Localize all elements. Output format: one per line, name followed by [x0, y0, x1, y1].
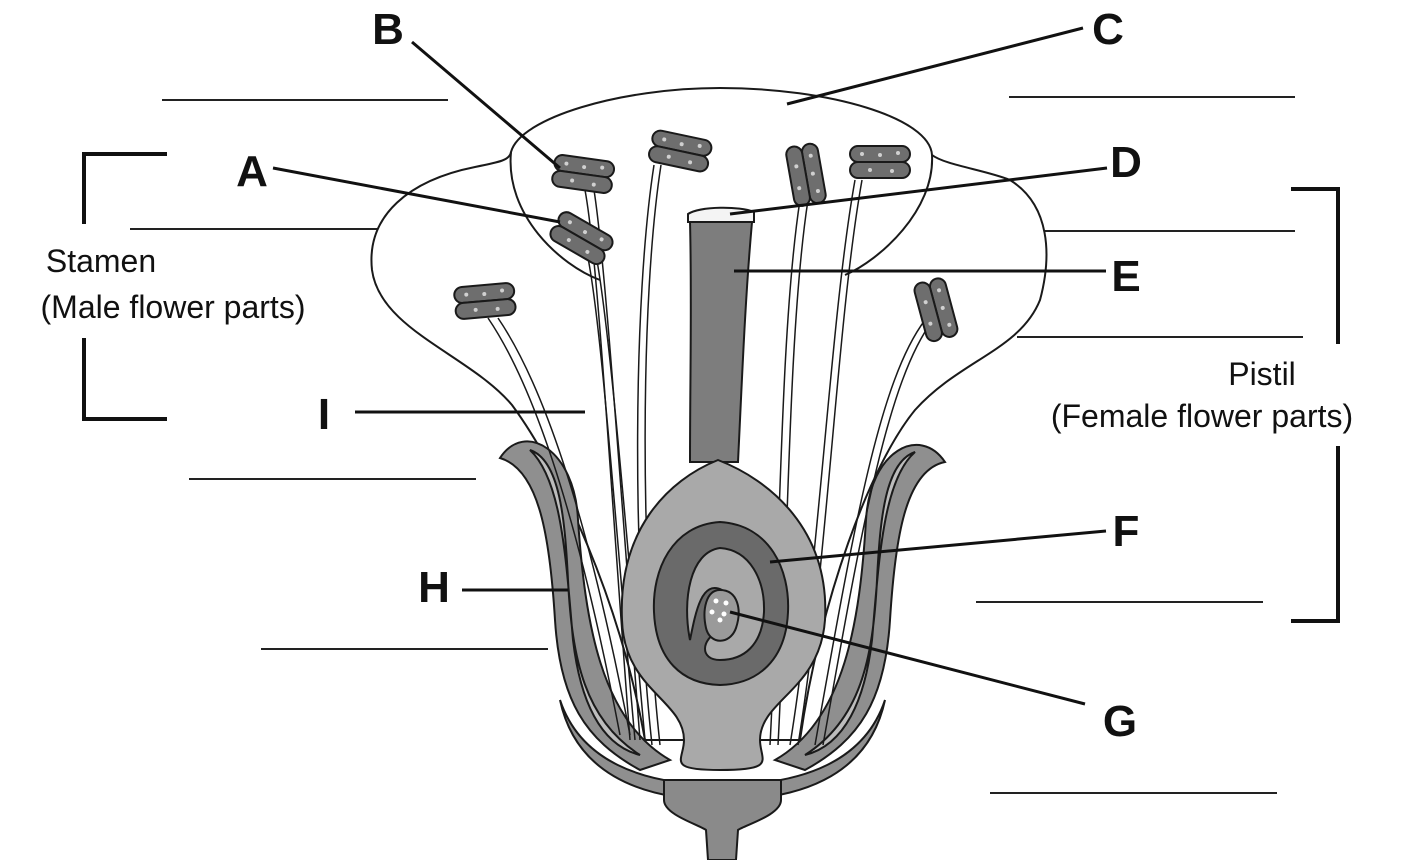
- label-h: H: [418, 563, 450, 612]
- stamen-group-label: Stamen (Male flower parts): [41, 243, 306, 325]
- stamen-bracket: [84, 154, 167, 419]
- label-c: C: [1092, 5, 1124, 54]
- stamen-subtitle: (Male flower parts): [41, 289, 306, 325]
- label-i: I: [318, 390, 330, 439]
- label-f: F: [1113, 507, 1140, 556]
- pistil-title: Pistil: [1228, 356, 1296, 392]
- anther: [850, 146, 910, 178]
- label-d: D: [1110, 138, 1142, 187]
- receptacle: [664, 780, 781, 860]
- flower-illustration: [371, 88, 1046, 860]
- label-a: A: [236, 147, 268, 196]
- label-g: G: [1103, 697, 1137, 746]
- stigma: [688, 208, 754, 222]
- ovule: [705, 590, 739, 641]
- leader-line-b: [412, 42, 560, 168]
- stamen-title: Stamen: [46, 243, 156, 279]
- label-e: E: [1111, 252, 1140, 301]
- pistil-group-label: Pistil (Female flower parts): [1051, 356, 1353, 434]
- label-b: B: [372, 5, 404, 54]
- anther: [551, 154, 615, 194]
- leader-line-c: [787, 28, 1083, 104]
- anther: [454, 282, 517, 319]
- pistil-subtitle: (Female flower parts): [1051, 398, 1353, 434]
